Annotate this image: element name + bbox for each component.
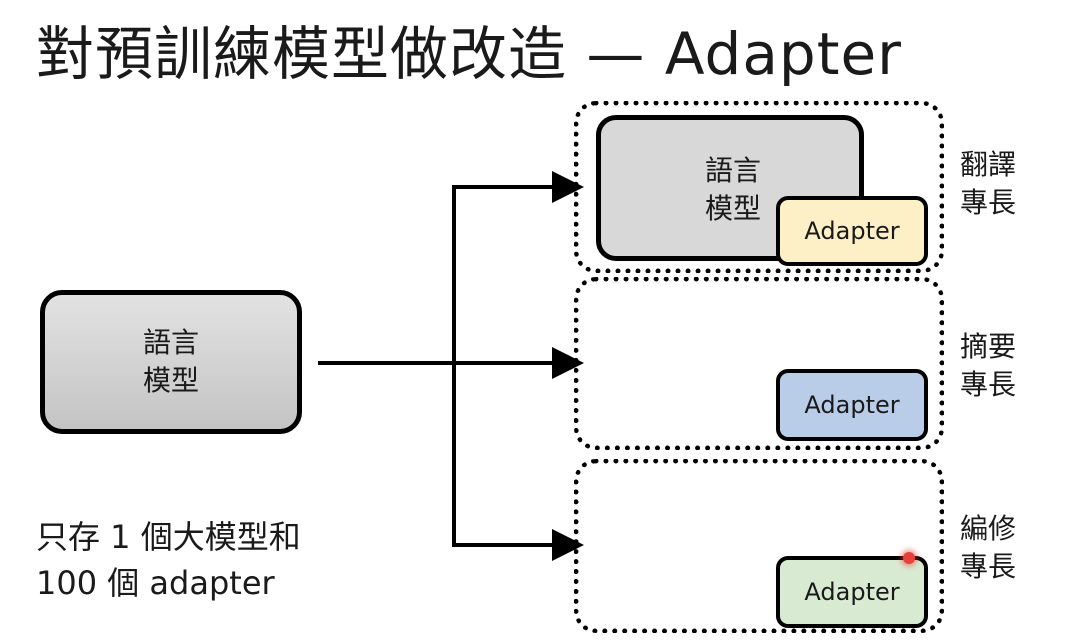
storage-note-line1: 只存 1 個大模型和 <box>36 518 301 556</box>
edit-group <box>574 459 944 633</box>
translation-skill-label: 翻譯 專長 <box>960 148 1017 219</box>
laser-pointer-dot <box>903 552 915 564</box>
base-language-model: 語言 模型 <box>40 290 302 434</box>
edit-skill-label: 編修 專長 <box>960 512 1017 583</box>
translation-group <box>574 101 944 273</box>
inner-model-label: 語言 模型 <box>704 154 761 225</box>
storage-note-line2: 100 個 adapter <box>36 564 275 602</box>
storage-note: 只存 1 個大模型和 100 個 adapter <box>36 514 301 606</box>
translation-adapter: Adapter <box>776 196 928 266</box>
edit-adapter: Adapter <box>776 556 928 628</box>
summary-adapter: Adapter <box>776 369 928 441</box>
summary-skill-label: 摘要 專長 <box>960 330 1017 401</box>
base-model-label: 語言 模型 <box>142 326 199 397</box>
slide-title: 對預訓練模型做改造 — Adapter <box>36 20 902 88</box>
summary-group <box>574 277 944 450</box>
